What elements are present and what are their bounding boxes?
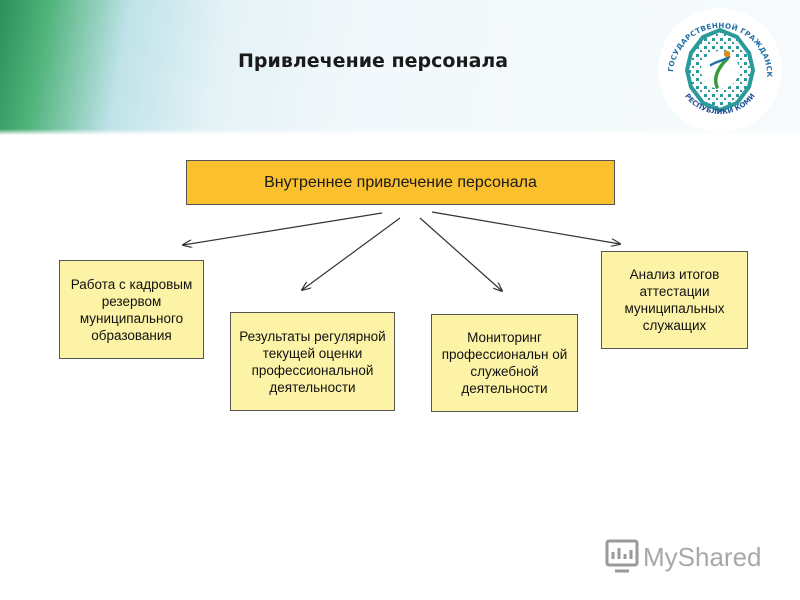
child-node: Работа с кадровым резервом муниципальног… [59,260,204,359]
child-node: Мониторинг профессиональн ой служебной д… [431,314,578,412]
arrow-to-child-3 [419,217,502,291]
watermark-text: MyShared [643,542,762,572]
watermark: MyShared [605,539,762,573]
watermark-monitor-icon [605,539,639,573]
child-node: Результаты регулярной текущей оценки про… [230,312,395,411]
arrow-to-child-2 [302,217,401,290]
emblem-figure-icon [709,50,731,89]
arrow-to-child-4 [431,211,620,244]
service-emblem: УПРАВЛЕНИЕ ГОСУДАРСТВЕННОЙ ГРАЖДАНСКОЙ С… [655,5,782,132]
page-title: Привлечение персонала [238,50,509,72]
arrow-to-child-1 [183,212,383,245]
root-node: Внутреннее привлечение персонала [186,160,615,205]
child-node: Анализ итогов аттестации муниципальных с… [601,251,748,349]
